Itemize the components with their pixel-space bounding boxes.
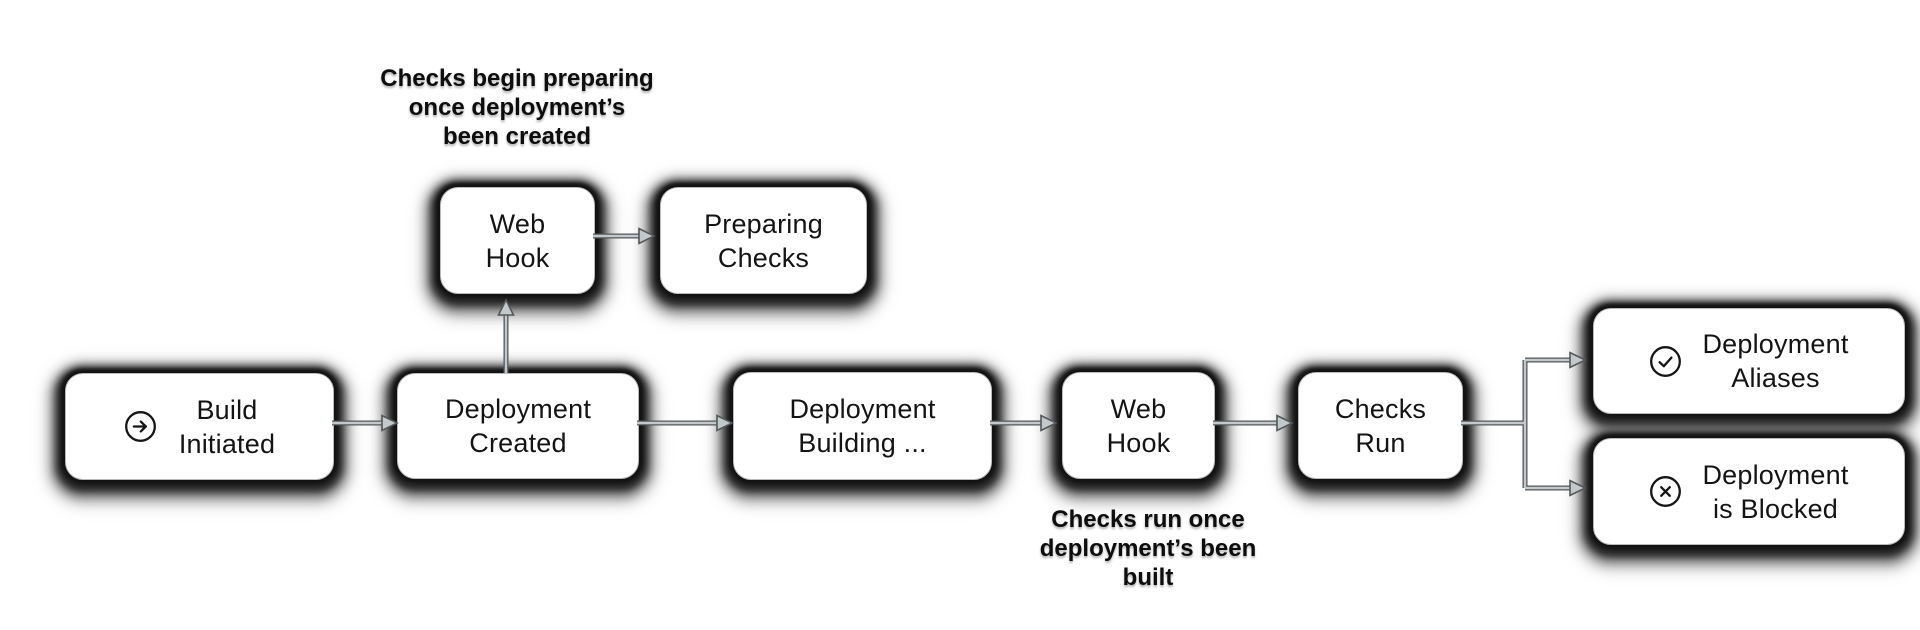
node-deployment-building: Deployment Building ...	[733, 372, 992, 480]
node-web-hook-bottom: Web Hook	[1062, 372, 1215, 479]
annotation-checks-run-once: Checks run once deployment’s been built	[1039, 506, 1257, 591]
node-label: Deployment Created	[444, 394, 592, 458]
arrowhead-icon	[638, 227, 656, 245]
node-checks-run: Checks Run	[1298, 372, 1463, 479]
check-circle-icon	[1649, 345, 1682, 378]
node-label: Deployment Building ...	[789, 394, 936, 458]
arrowhead-icon	[1276, 414, 1294, 432]
arrowhead-icon	[1040, 414, 1058, 432]
node-label: Web Hook	[1106, 393, 1171, 458]
node-label: Checks Run	[1334, 393, 1427, 458]
node-label: Deployment is Blocked	[1702, 459, 1849, 524]
node-build-initiated: Build Initiated	[65, 373, 334, 480]
node-label: Web Hook	[485, 208, 550, 273]
node-label: Preparing Checks	[704, 208, 823, 273]
node-deployment-created: Deployment Created	[397, 373, 639, 479]
node-preparing-checks: Preparing Checks	[660, 187, 867, 294]
node-deployment-aliases: Deployment Aliases	[1593, 308, 1905, 414]
arrowhead-icon	[1569, 351, 1587, 369]
annotation-checks-begin-preparing: Checks begin preparing once deployment’s…	[380, 65, 654, 150]
arrowhead-icon	[716, 414, 734, 432]
node-label: Build Initiated	[178, 394, 276, 459]
arrowhead-icon	[497, 298, 515, 316]
x-circle-icon	[1649, 475, 1682, 508]
arrow-right-circle-icon	[124, 410, 157, 443]
node-label: Deployment Aliases	[1702, 329, 1849, 393]
arrowhead-icon	[1569, 479, 1587, 497]
node-web-hook-top: Web Hook	[440, 187, 595, 294]
arrowhead-icon	[381, 414, 399, 432]
node-deployment-blocked: Deployment is Blocked	[1593, 438, 1905, 545]
